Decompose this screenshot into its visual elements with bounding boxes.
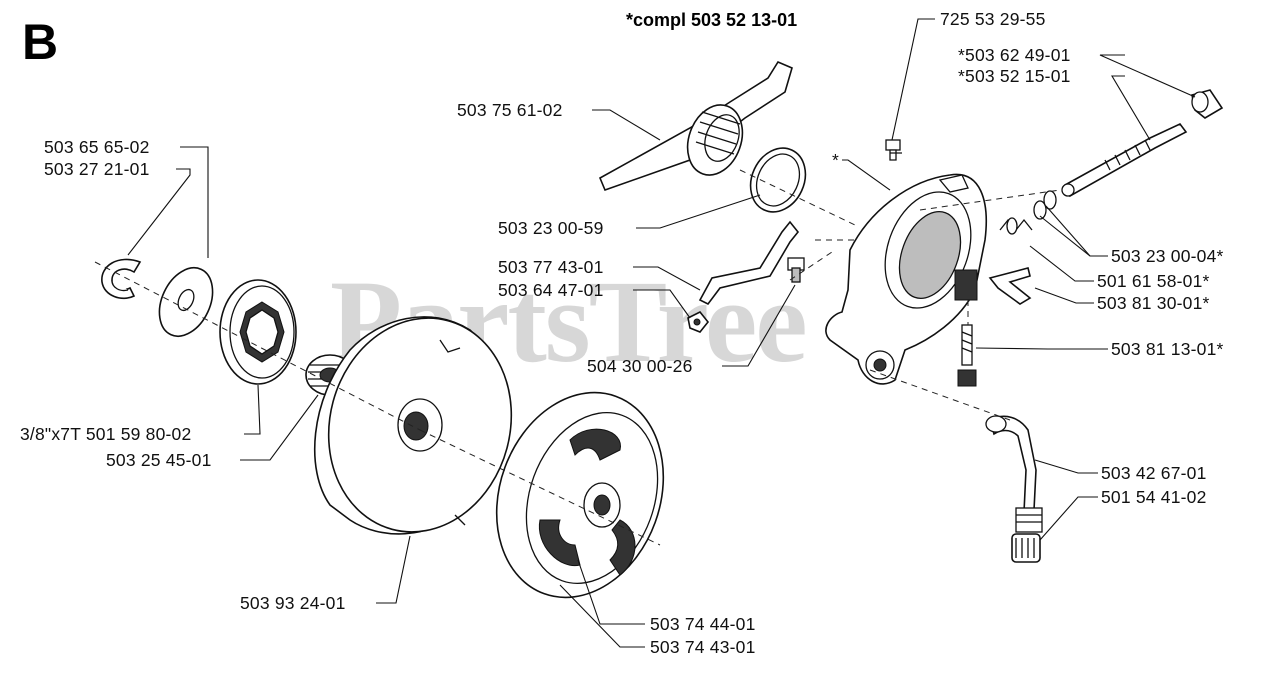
part-label-spring[interactable]: 501 61 58-01* [1097,271,1210,291]
oil-pipe-part [698,220,800,306]
oil-pump-housing-part [825,173,988,385]
part-label-oil-pipe[interactable]: 503 77 43-01 [498,257,604,277]
nipple-part [787,257,805,283]
retaining-clip-part [988,267,1032,305]
part-label-bushing[interactable]: *503 62 49-01 [958,45,1071,65]
part-label-rim-sprocket[interactable]: 3/8"x7T 501 59 80-02 [20,424,192,444]
rim-sprocket-part [219,279,297,385]
part-label-nipple[interactable]: 504 30 00-26 [587,356,693,376]
part-label-washer[interactable]: 503 65 65-02 [44,137,150,157]
part-label-seal[interactable]: 503 64 47-01 [498,280,604,300]
section-letter: B [22,14,59,70]
part-label-pump-gear[interactable]: 503 75 61-02 [457,100,563,120]
part-label-oil-hose[interactable]: 503 42 67-01 [1101,463,1207,483]
oil-pump-gear-part [598,60,793,192]
lock-washer-part [101,258,142,300]
part-label-pump-shaft[interactable]: *503 52 15-01 [958,66,1071,86]
spring-washers-part [999,190,1057,235]
oil-filter-part [1011,533,1041,563]
part-label-clutch-shoe[interactable]: 503 74 43-01 [650,637,756,657]
o-ring-part [749,147,807,213]
small-seal-part [687,310,710,333]
part-label-lock-washer[interactable]: 503 27 21-01 [44,159,150,179]
part-label-needle-bearing[interactable]: 503 25 45-01 [106,450,212,470]
screw-part [885,139,902,161]
bushing-part [1191,89,1224,119]
part-label-housing-asterisk[interactable]: * [832,150,840,170]
part-label-washers[interactable]: 503 23 00-04* [1111,246,1224,266]
part-label-adjusting-screw[interactable]: 503 81 13-01* [1111,339,1224,359]
clutch-drum-part [313,316,513,535]
pump-shaft-part [1061,123,1188,198]
oil-hose-part [985,415,1043,533]
part-label-oil-filter[interactable]: 501 54 41-02 [1101,487,1207,507]
part-label-retaining-clip[interactable]: 503 81 30-01* [1097,293,1210,313]
clutch-assembly-part [495,391,665,599]
part-label-screw[interactable]: 725 53 29-55 [940,9,1046,29]
part-label-clutch-assembly[interactable]: 503 74 44-01 [650,614,756,634]
part-label-o-ring[interactable]: 503 23 00-59 [498,218,604,238]
adjusting-screw-part [957,324,977,387]
part-label-clutch-drum[interactable]: 503 93 24-01 [240,593,346,613]
washer-part [158,267,214,337]
kit-title: *compl 503 52 13-01 [626,10,798,30]
